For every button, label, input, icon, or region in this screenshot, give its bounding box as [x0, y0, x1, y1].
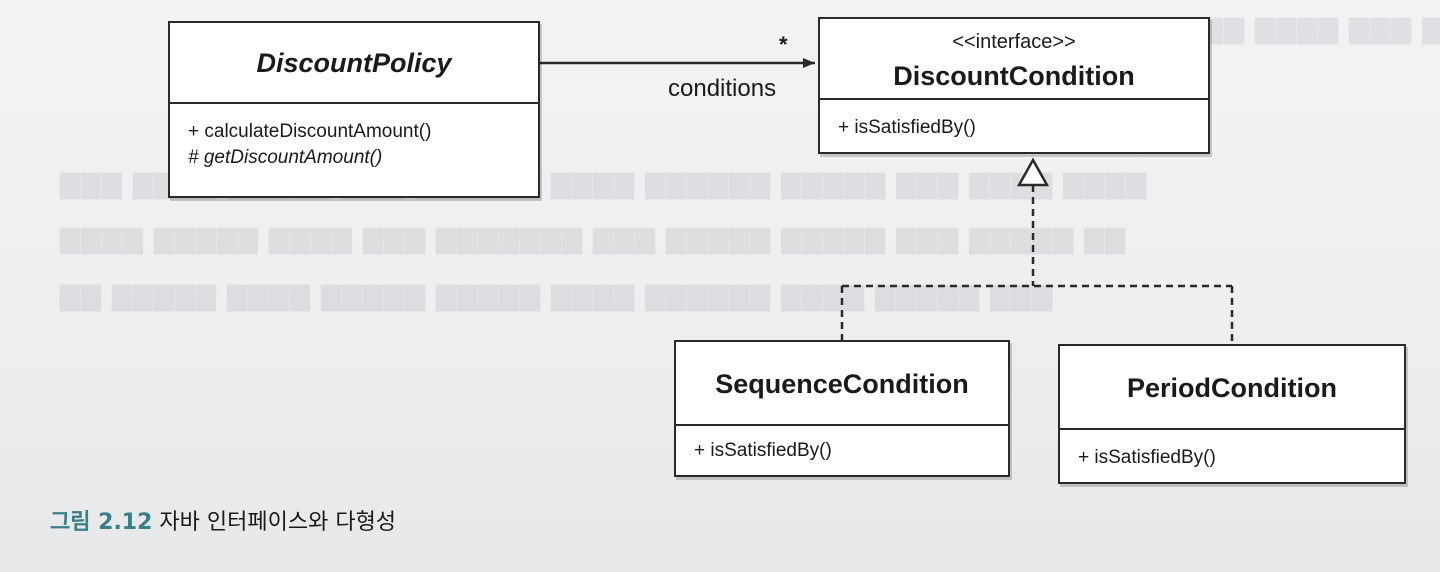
class-sequence-condition: SequenceCondition + isSatisfiedBy() — [674, 340, 1010, 477]
class-discount-policy: DiscountPolicy + calculateDiscountAmount… — [168, 21, 540, 198]
class-name-compartment: SequenceCondition — [676, 342, 1008, 426]
class-name-compartment: DiscountPolicy — [170, 23, 538, 104]
figure-number: 그림 2.12 — [50, 510, 153, 535]
bleed-through-texture: ▇▇ ▇▇▇▇▇ ▇▇▇▇ ▇▇▇▇▇ ▇▇▇▇▇ ▇▇▇▇ ▇▇▇▇▇▇ ▇▇… — [60, 282, 1054, 312]
bleed-through-texture: ▇▇▇▇ ▇▇▇▇▇ ▇▇▇▇ ▇▇▇ ▇▇▇▇▇▇▇ ▇▇▇ ▇▇▇▇▇ ▇▇… — [60, 225, 1127, 255]
operation-item: + isSatisfiedBy() — [838, 117, 976, 138]
multiplicity-label: * — [779, 32, 788, 57]
association-role-label: conditions — [668, 75, 777, 102]
realization-triangle — [1016, 157, 1050, 187]
class-name-compartment: PeriodCondition — [1060, 346, 1404, 430]
operation-item: + calculateDiscountAmount() — [188, 121, 432, 142]
figure-caption: 그림 2.12 자바 인터페이스와 다형성 — [50, 504, 396, 536]
class-name: PeriodCondition — [1127, 373, 1337, 403]
figure-caption-text: 자바 인터페이스와 다형성 — [159, 510, 397, 535]
class-name: DiscountCondition — [893, 61, 1135, 91]
class-name: DiscountPolicy — [256, 48, 452, 78]
realization-lines — [840, 185, 1234, 344]
class-period-condition: PeriodCondition + isSatisfiedBy() — [1058, 344, 1406, 484]
class-name: SequenceCondition — [715, 369, 969, 399]
class-name-compartment: <<interface>> DiscountCondition — [820, 19, 1208, 100]
operation-item: # getDiscountAmount() — [188, 147, 383, 168]
operation-item: + isSatisfiedBy() — [1078, 447, 1216, 468]
interface-discount-condition: <<interface>> DiscountCondition + isSati… — [818, 17, 1210, 154]
operation-item: + isSatisfiedBy() — [694, 440, 832, 461]
stereotype-label: <<interface>> — [952, 31, 1076, 53]
